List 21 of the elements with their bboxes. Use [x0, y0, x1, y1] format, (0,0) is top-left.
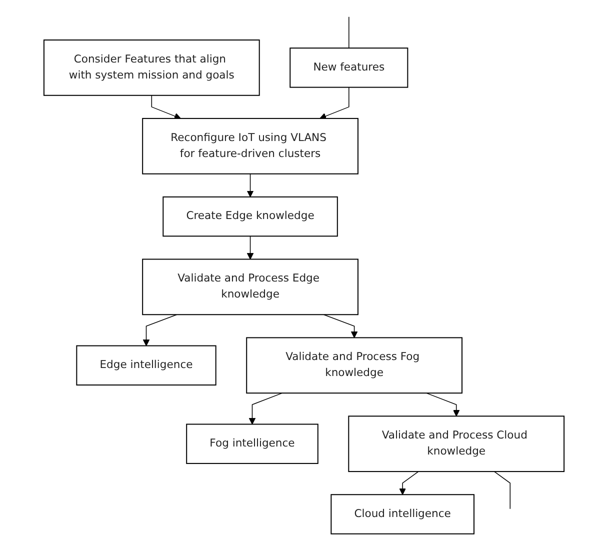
node-box: Create Edge knowledge — [162, 196, 338, 237]
arrow — [246, 236, 254, 260]
connector — [494, 471, 511, 510]
arrow — [426, 392, 460, 416]
arrow — [142, 314, 178, 346]
node-box: Consider Features that align with system mission and goals — [43, 40, 260, 96]
node-box: Reconfigure IoT using VLANS for feature-driven clusters — [142, 118, 358, 174]
node-box: Validate and Process Edge knowledge — [142, 258, 358, 316]
arrow — [320, 86, 350, 120]
arrow — [151, 95, 181, 120]
connector — [348, 16, 350, 48]
node-box: Fog intelligence — [186, 424, 318, 464]
node-box: New features — [290, 48, 408, 88]
arrow — [323, 314, 358, 338]
node-box: Validate and Process Cloud knowledge — [348, 416, 565, 472]
node-box: Edge intelligence — [76, 345, 216, 386]
arrow — [246, 173, 254, 198]
node-box: Cloud intelligence — [330, 494, 474, 534]
arrow — [399, 471, 419, 495]
arrow — [248, 392, 283, 425]
node-box: Validate and Process Fog knowledge — [246, 337, 462, 394]
